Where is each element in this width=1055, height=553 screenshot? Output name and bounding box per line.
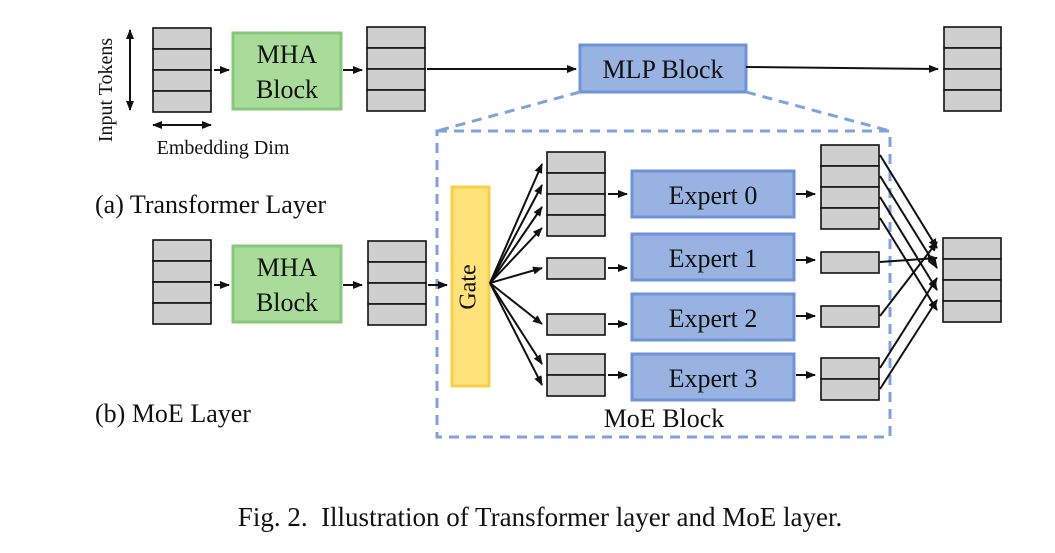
expert-1-output-tokens <box>820 251 880 274</box>
expert-to-output-arrows <box>796 190 816 379</box>
mha-block-label-line1: MHA <box>257 40 318 69</box>
routed-tokens-expert-1 <box>546 257 606 280</box>
moe-layer: MHA Block Gate <box>95 144 1002 433</box>
hidden-token-stack-moe <box>367 240 427 326</box>
arrow-mlp-to-output <box>745 64 939 73</box>
mlp-block-label: MLP Block <box>602 55 723 84</box>
mha-block-transformer: MHA Block <box>231 31 343 111</box>
combine-arrows <box>879 154 938 390</box>
mha-block-label-line2: Block <box>256 75 318 104</box>
expert-0-label: Expert 0 <box>669 181 758 210</box>
gate-label: Gate <box>456 264 482 309</box>
mlp-block: MLP Block <box>578 43 748 94</box>
transformer-layer: Input Tokens Embedding Dim MHA Block MLP <box>95 26 1002 219</box>
routed-tokens-expert-2 <box>546 313 606 336</box>
expert-2-block: Expert 2 <box>630 292 796 342</box>
mha-block-moe-label-line1: MHA <box>257 253 318 282</box>
gate-routing-arrows <box>489 163 543 386</box>
final-output-token-stack <box>942 237 1002 323</box>
expert-2-output-tokens <box>820 305 880 328</box>
routed-to-expert-arrows <box>608 190 628 379</box>
expert-2-label: Expert 2 <box>669 304 758 333</box>
routed-tokens-expert-3 <box>546 353 606 397</box>
expert-3-label: Expert 3 <box>669 364 758 393</box>
hidden-token-stack-transformer <box>366 26 426 112</box>
mha-block-moe-label-line2: Block <box>256 288 318 317</box>
routed-tokens-expert-0 <box>546 151 606 237</box>
input-token-stack <box>152 27 212 113</box>
moe-layer-caption: (b) MoE Layer <box>95 399 251 428</box>
expert-1-label: Expert 1 <box>669 244 758 273</box>
input-token-stack-moe <box>152 239 212 325</box>
figure-caption: Fig. 2. Illustration of Transformer laye… <box>238 502 842 532</box>
input-tokens-label: Input Tokens <box>95 38 117 143</box>
transformer-layer-caption: (a) Transformer Layer <box>95 190 326 219</box>
embedding-dim-label: Embedding Dim <box>157 137 290 159</box>
expert-0-output-tokens <box>820 144 880 230</box>
output-token-stack-transformer <box>943 26 1002 112</box>
mha-block-moe: MHA Block <box>231 244 343 324</box>
moe-block-label: MoE Block <box>604 404 725 433</box>
expert-3-output-tokens <box>820 357 880 401</box>
gate-block: Gate <box>450 185 491 388</box>
expert-1-block: Expert 1 <box>630 232 796 282</box>
expert-3-block: Expert 3 <box>630 352 796 402</box>
expert-0-block: Expert 0 <box>630 169 796 219</box>
